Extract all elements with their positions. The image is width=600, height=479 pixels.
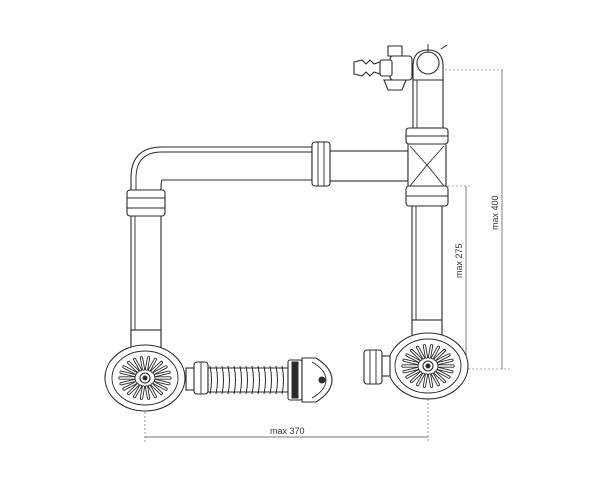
upper-riser-pipe bbox=[412, 75, 444, 129]
dimension-extensions bbox=[144, 69, 510, 442]
hose-rib bbox=[215, 365, 218, 395]
strainer-slot-inner bbox=[145, 357, 150, 370]
top-elbow bbox=[412, 44, 448, 81]
strainer-slot-inner bbox=[437, 359, 453, 365]
strainer-slot-inner bbox=[406, 370, 420, 378]
strainer-slot-inner bbox=[410, 372, 422, 383]
strainer-slot-inner bbox=[154, 371, 170, 377]
tee-junction bbox=[407, 139, 447, 191]
hose-rib bbox=[233, 365, 236, 395]
lower-right-nut bbox=[405, 185, 449, 207]
strainer-slot-inner bbox=[133, 358, 142, 371]
strainer-slot-inner bbox=[431, 346, 440, 359]
strainer-slot-inner bbox=[436, 354, 450, 362]
strainer-slot-inner bbox=[437, 367, 453, 373]
horizontal-pipe bbox=[130, 146, 409, 191]
hose-rib bbox=[281, 365, 284, 395]
strainer-slot-inner bbox=[127, 361, 139, 372]
strainer-slot-inner bbox=[133, 385, 142, 398]
strainer-slot-inner bbox=[410, 349, 422, 360]
hose-rib bbox=[221, 365, 224, 395]
strainer-slot-inner bbox=[423, 374, 428, 387]
strainer-slot-inner bbox=[123, 366, 137, 374]
dimension-lines bbox=[145, 70, 503, 438]
strainer-slot-inner bbox=[120, 379, 136, 385]
left-vertical-pipe bbox=[130, 214, 162, 351]
right-strainer-bowl bbox=[387, 319, 469, 400]
hose-rib bbox=[269, 365, 272, 395]
hose-rib bbox=[251, 365, 254, 395]
strainer-slot-inner bbox=[434, 349, 446, 360]
strainer-slot-inner bbox=[428, 374, 433, 387]
hose-rib bbox=[209, 365, 212, 395]
hose-rib bbox=[257, 365, 260, 395]
overflow-corrugated-hose bbox=[185, 361, 289, 395]
hose-rib bbox=[239, 365, 242, 395]
right-strainer-slots bbox=[401, 344, 455, 388]
strainer-slot-inner bbox=[151, 361, 163, 372]
hose-ribs bbox=[209, 365, 284, 395]
strainer-slot-inner bbox=[434, 372, 446, 383]
width-dimension-label: max 370 bbox=[270, 426, 305, 436]
hose-rib bbox=[263, 365, 266, 395]
strainer-slot-inner bbox=[120, 371, 136, 377]
hose-rib bbox=[227, 365, 230, 395]
strainer-slot-inner bbox=[423, 345, 428, 358]
upper-right-nut bbox=[405, 127, 449, 145]
strainer-slot-inner bbox=[140, 386, 145, 399]
strainer-slot-inner bbox=[140, 357, 145, 370]
strainer-slot-inner bbox=[151, 384, 163, 395]
strainer-slot-inner bbox=[403, 359, 419, 365]
strainer-slot-inner bbox=[431, 373, 440, 386]
hose-rib bbox=[245, 365, 248, 395]
left-strainer-bowl bbox=[104, 329, 186, 412]
strainer-slot-inner bbox=[148, 358, 157, 371]
short-height-dimension-label: max 275 bbox=[454, 243, 464, 278]
right-vertical-pipe bbox=[411, 204, 443, 331]
strainer-slot-inner bbox=[436, 370, 450, 378]
left-pipe-nut bbox=[126, 189, 166, 217]
horizontal-coupling-nut bbox=[311, 141, 331, 187]
overflow-head bbox=[287, 357, 333, 403]
strainer-slot-inner bbox=[154, 379, 170, 385]
strainer-slot-inner bbox=[145, 386, 150, 399]
strainer-slot-inner bbox=[403, 367, 419, 373]
strainer-slot-inner bbox=[153, 382, 167, 390]
strainer-slot-inner bbox=[148, 385, 157, 398]
strainer-slot-inner bbox=[127, 384, 139, 395]
strainer-slot-inner bbox=[428, 345, 433, 358]
strainer-slot-inner bbox=[416, 373, 425, 386]
side-hose-connector bbox=[353, 45, 413, 91]
right-overflow-connector bbox=[363, 349, 391, 385]
left-strainer-slots bbox=[118, 356, 172, 400]
hose-rib bbox=[275, 365, 278, 395]
strainer-slot-inner bbox=[153, 366, 167, 374]
tall-height-dimension-label: max 400 bbox=[490, 195, 500, 230]
strainer-slot-inner bbox=[406, 354, 420, 362]
strainer-slot-inner bbox=[123, 382, 137, 390]
strainer-slot-inner bbox=[416, 346, 425, 359]
